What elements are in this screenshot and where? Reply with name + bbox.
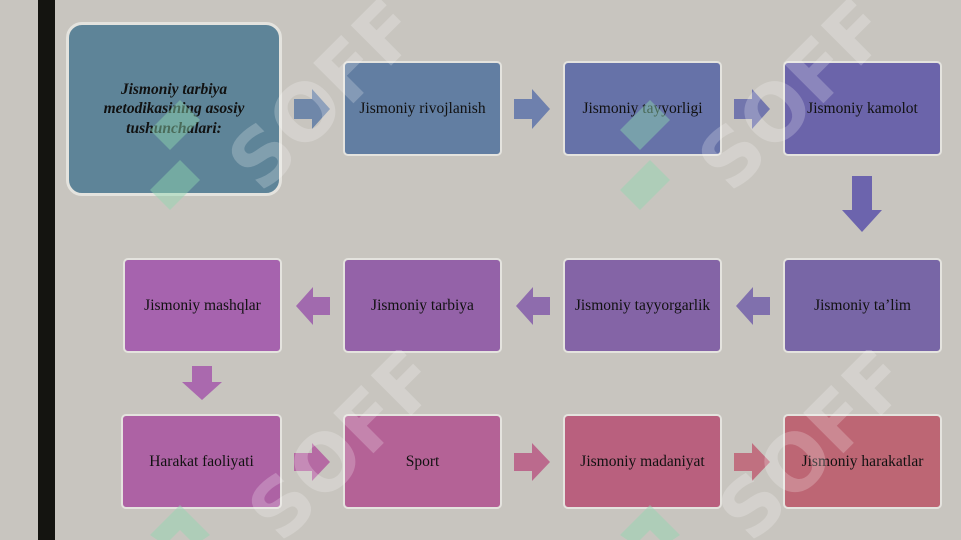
box-label: Harakat faoliyati <box>149 452 254 470</box>
arrow-right-icon <box>294 443 330 481</box>
arrow-right-icon <box>734 443 770 481</box>
arrow-right-icon <box>514 89 550 129</box>
box-jismoniy-rivojlanish: Jismoniy rivojlanish <box>343 61 502 156</box>
left-accent-bar <box>38 0 55 540</box>
box-label: Jismoniy tarbiya <box>371 296 474 314</box>
box-label: Sport <box>405 452 440 470</box>
box-jismoniy-talim: Jismoniy ta’lim <box>783 258 942 353</box>
arrow-left-icon <box>296 287 330 325</box>
box-label: Jismoniy harakatlar <box>801 452 924 470</box>
arrow-left-icon <box>736 287 770 325</box>
box-jismoniy-mashqlar: Jismoniy mashqlar <box>123 258 282 353</box>
arrow-right-icon <box>294 89 330 129</box>
arrow-right-icon <box>514 443 550 481</box>
watermark-logo <box>620 505 680 540</box>
box-jismoniy-madaniyat: Jismoniy madaniyat <box>563 414 722 509</box>
box-label: Jismoniy tayyorligi <box>582 99 703 117</box>
arrow-left-icon <box>516 287 550 325</box>
box-label: Jismoniy madaniyat <box>580 452 705 470</box>
box-jismoniy-harakatlar: Jismoniy harakatlar <box>783 414 942 509</box>
box-jismoniy-tayyorligi: Jismoniy tayyorligi <box>563 61 722 156</box>
box-main-concepts: Jismoniy tarbiya metodikasining asosiy t… <box>66 22 282 196</box>
box-sport: Sport <box>343 414 502 509</box>
watermark-logo <box>150 505 210 540</box>
box-harakat-faoliyati: Harakat faoliyati <box>121 414 282 509</box>
box-jismoniy-tayyorgarlik: Jismoniy tayyorgarlik <box>563 258 722 353</box>
box-label: Jismoniy tayyorgarlik <box>574 296 711 314</box>
box-label: Jismoniy mashqlar <box>144 296 261 314</box>
arrow-down-icon <box>182 366 222 400</box>
arrow-right-icon <box>734 89 770 129</box>
box-label: Jismoniy ta’lim <box>814 296 911 314</box>
box-jismoniy-kamolot: Jismoniy kamolot <box>783 61 942 156</box>
box-jismoniy-tarbiya: Jismoniy tarbiya <box>343 258 502 353</box>
box-label: Jismoniy rivojlanish <box>359 99 486 117</box>
box-label: Jismoniy tarbiya metodikasining asosiy t… <box>103 80 245 137</box>
arrow-down-icon <box>842 176 882 232</box>
box-label: Jismoniy kamolot <box>807 99 918 117</box>
